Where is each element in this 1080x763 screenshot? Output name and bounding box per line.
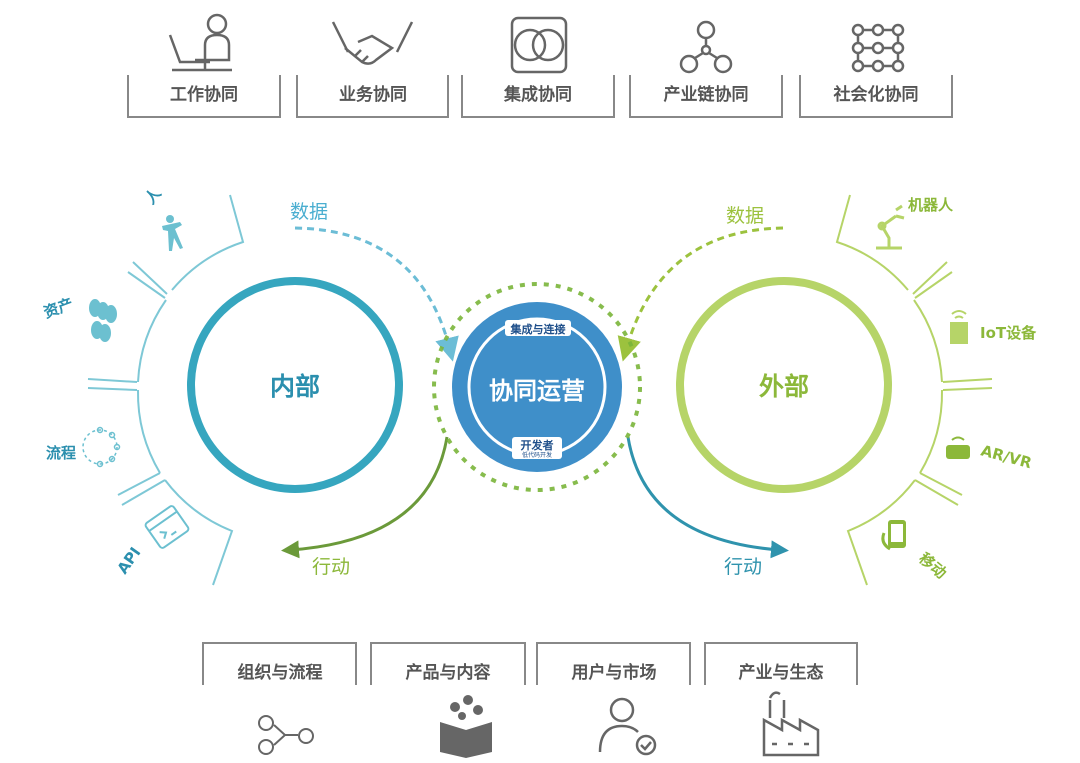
process-cycle-icon — [82, 426, 121, 468]
factory-icon — [762, 691, 820, 757]
bottom-category-label: 产业与生态 — [739, 662, 824, 683]
internal-outer-ring — [87, 194, 245, 586]
top-category-integration[interactable]: 集成协同 — [461, 16, 615, 118]
internal-item-api: API — [114, 505, 190, 577]
item-label: 机器人 — [908, 196, 954, 214]
external-outer-ring — [835, 194, 993, 586]
item-label: AR/VR — [979, 441, 1034, 472]
top-category-business[interactable]: 业务协同 — [296, 21, 449, 118]
external-data-arrow — [617, 226, 784, 362]
internal-action-label: 行动 — [312, 556, 350, 578]
top-category-label: 产业链协同 — [664, 84, 749, 105]
external-data-label: 数据 — [726, 205, 764, 227]
external-action-label: 行动 — [724, 556, 762, 578]
internal-data-label: 数据 — [290, 201, 328, 223]
item-label: 人 — [141, 184, 165, 208]
top-category-label: 社会化协同 — [833, 84, 919, 105]
overlapping-circles-icon — [510, 16, 568, 74]
internal-item-person: 人 — [141, 184, 183, 251]
internal-title: 内部 — [270, 372, 320, 401]
item-label: IoT设备 — [980, 324, 1037, 342]
bottom-category-label: 产品与内容 — [406, 662, 491, 683]
internal-action-arrow — [281, 436, 449, 559]
external-item-arvr: AR/VR — [946, 436, 1034, 472]
person-at-laptop-icon — [168, 13, 232, 72]
mobile-phone-icon — [881, 520, 906, 551]
center-top-tag: 集成与连接 — [510, 322, 566, 336]
external-item-robot: 机器人 — [876, 196, 954, 250]
product-box-icon — [440, 695, 492, 758]
handshake-icon — [331, 21, 414, 65]
top-category-label: 业务协同 — [339, 84, 407, 105]
top-category-label: 工作协同 — [170, 84, 238, 105]
external-circle: 外部 — [676, 277, 892, 493]
code-window-icon — [144, 505, 190, 549]
internal-data-arrow — [294, 226, 459, 362]
item-label: API — [114, 544, 145, 577]
internal-item-assets: 资产 — [41, 295, 117, 342]
external-title: 外部 — [759, 372, 809, 401]
top-category-industry-chain[interactable]: 产业链协同 — [629, 20, 783, 118]
bottom-category-product[interactable]: 产品与内容 — [370, 642, 526, 758]
bottom-category-ecosystem[interactable]: 产业与生态 — [704, 642, 858, 757]
bottom-category-user[interactable]: 用户与市场 — [536, 642, 691, 756]
external-action-arrow — [626, 436, 789, 559]
external-item-iot: IoT设备 — [950, 310, 1037, 344]
internal-item-process: 流程 — [46, 426, 121, 468]
top-category-social[interactable]: 社会化协同 — [799, 23, 953, 118]
coins-icon — [89, 299, 117, 342]
robot-arm-icon — [876, 204, 905, 250]
external-item-mobile: 移动 — [881, 520, 950, 582]
bottom-category-org[interactable]: 组织与流程 — [202, 642, 357, 755]
item-label: 流程 — [46, 444, 76, 462]
center-circle: 集成与连接 协同运营 开发者 低代码开发 — [432, 282, 642, 492]
center-bottom-sub: 低代码开发 — [522, 451, 552, 459]
item-label: 资产 — [41, 295, 75, 322]
vr-headset-icon — [946, 436, 970, 459]
top-category-label: 集成协同 — [503, 84, 572, 105]
node-grid-icon — [851, 23, 905, 73]
center-bottom-tag: 开发者 — [521, 438, 554, 452]
internal-circle: 内部 — [187, 277, 403, 493]
center-title: 协同运营 — [489, 377, 585, 405]
org-flow-icon — [258, 715, 314, 755]
chain-network-icon — [679, 20, 733, 74]
user-check-icon — [598, 697, 657, 756]
bottom-category-label: 用户与市场 — [572, 662, 657, 683]
iot-device-icon — [950, 310, 968, 344]
person-icon — [162, 215, 183, 251]
item-label: 移动 — [915, 549, 950, 582]
bottom-category-label: 组织与流程 — [238, 662, 323, 683]
top-category-work[interactable]: 工作协同 — [127, 13, 281, 118]
